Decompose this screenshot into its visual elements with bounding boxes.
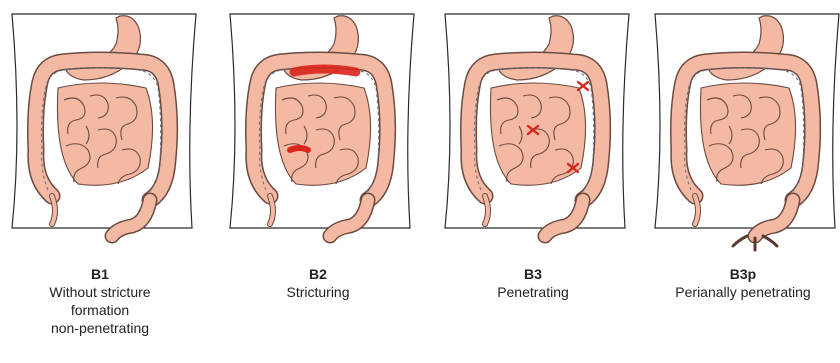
- panel-description: Stricturing: [218, 283, 418, 301]
- stricture-lesion: [290, 148, 308, 150]
- intestine-illustration: [0, 0, 200, 260]
- intestine-illustration: [643, 0, 840, 260]
- intestine-illustration: [433, 0, 633, 260]
- stricture-lesion: [294, 69, 356, 72]
- panel-description: Penetrating: [433, 283, 633, 301]
- panel-description: Without stricture formation non-penetrat…: [0, 283, 200, 337]
- panel-description: Perianally penetrating: [643, 283, 840, 301]
- panel-code: B1: [0, 265, 200, 283]
- intestine-illustration: [218, 0, 418, 260]
- panel-code: B3p: [643, 265, 840, 283]
- perianal-fistula: [733, 236, 777, 250]
- panel-code: B2: [218, 265, 418, 283]
- panel-code: B3: [433, 265, 633, 283]
